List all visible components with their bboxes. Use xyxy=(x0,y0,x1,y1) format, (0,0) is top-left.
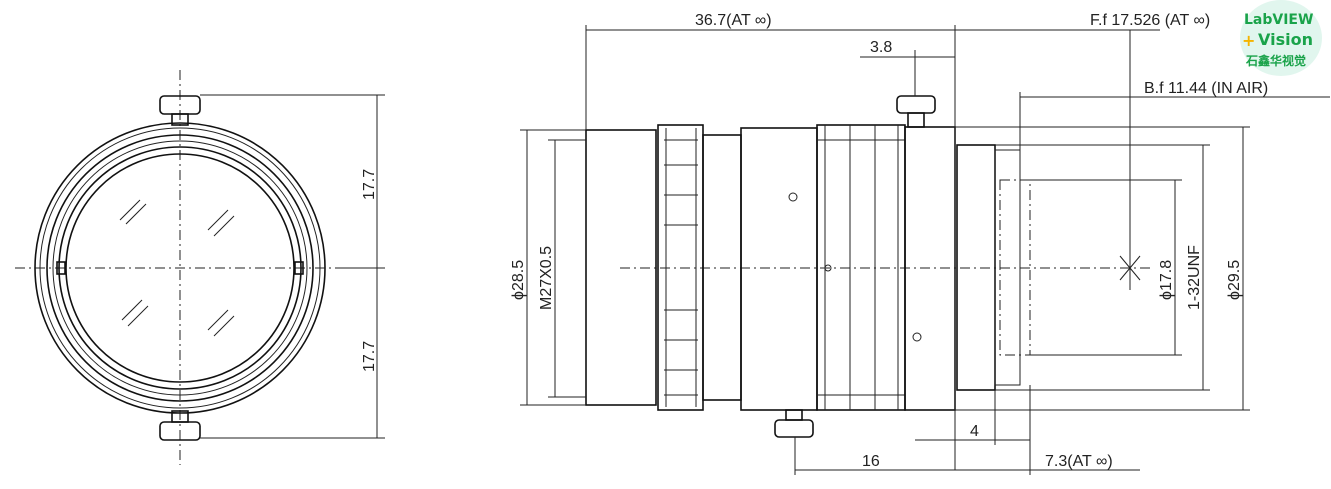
dim-lower-17-7: 17.7 xyxy=(361,341,378,372)
side-view: 36.7(AT ∞) 3.8 F.f 17.526 (AT ∞) B.f 11.… xyxy=(510,12,1330,475)
dia-28-5: ϕ28.5 xyxy=(510,260,527,300)
dim-16: 16 xyxy=(862,453,880,470)
logo-text-2: Vision xyxy=(1258,30,1313,49)
overall-length: 36.7(AT ∞) xyxy=(695,12,772,29)
back-focal-length: B.f 11.44 (IN AIR) xyxy=(1144,80,1268,97)
thread-mount: 1-32UNF xyxy=(1186,245,1203,310)
side-bottom-screw xyxy=(774,409,814,438)
play-plus-icon: + xyxy=(1242,31,1256,50)
thread-front: M27X0.5 xyxy=(538,246,555,310)
dim-3-8: 3.8 xyxy=(870,39,892,56)
dim-4: 4 xyxy=(970,423,979,440)
top-screw xyxy=(159,95,201,126)
logo-text-3: 石鑫华视觉 xyxy=(1246,54,1307,68)
flange-focal-length: F.f 17.526 (AT ∞) xyxy=(1090,12,1210,29)
dia-29-5: ϕ29.5 xyxy=(1226,260,1243,300)
glass-reflection-marks xyxy=(119,199,235,337)
logo-text-1: LabVIEW xyxy=(1244,12,1314,28)
side-top-screw xyxy=(896,95,936,128)
bottom-screw xyxy=(159,410,201,441)
dia-17-8: ϕ17.8 xyxy=(1158,260,1175,300)
front-view: 17.7 17.7 xyxy=(15,70,385,465)
watermark-logo: LabVIEW + Vision 石鑫华视觉 xyxy=(1240,0,1322,76)
dim-upper-17-7: 17.7 xyxy=(361,169,378,200)
dim-7-3: 7.3(AT ∞) xyxy=(1045,453,1113,470)
